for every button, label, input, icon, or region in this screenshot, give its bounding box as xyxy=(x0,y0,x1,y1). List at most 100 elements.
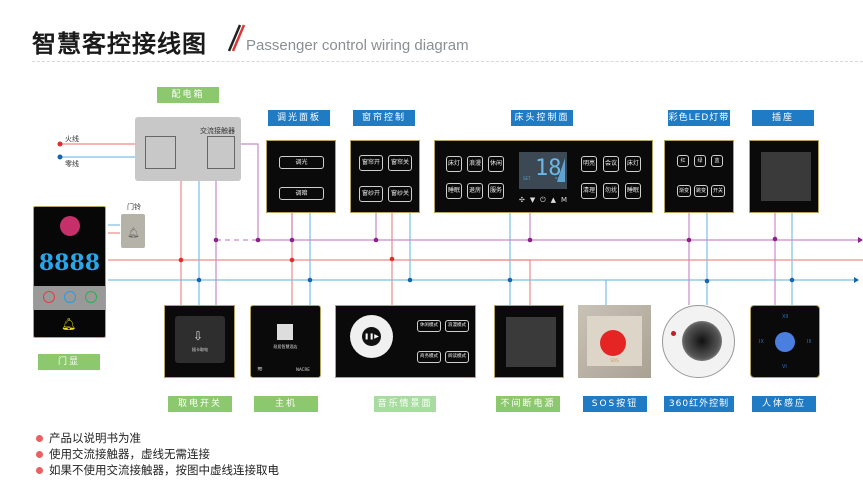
fan-speed-icon xyxy=(557,158,565,182)
host-logo-icon xyxy=(277,324,293,340)
status-strip xyxy=(34,286,105,310)
play-pause-icon[interactable]: ❚❚▶ xyxy=(362,327,381,346)
bedside-panel-tag: 床头控制面板 xyxy=(511,110,573,139)
neutral-arrow xyxy=(854,277,859,283)
bedside-key[interactable]: 浪漫 xyxy=(467,156,483,172)
bedside-key[interactable]: 睡眠 xyxy=(446,183,462,199)
bedside-key[interactable]: 休闲 xyxy=(488,156,504,172)
led-blue-key[interactable]: 蓝 xyxy=(711,155,723,167)
bedside-key[interactable]: 退房 xyxy=(467,183,483,199)
motion-sensor-tag: 人体感应 xyxy=(752,396,816,412)
bedside-key[interactable]: 明亮 xyxy=(581,156,597,172)
dim-down-key[interactable]: 调暗 xyxy=(279,187,324,200)
contactor-switch xyxy=(207,136,235,169)
numeral-xii: XII xyxy=(782,314,789,320)
power-socket-icon xyxy=(506,317,556,367)
motion-sensor-icon xyxy=(775,332,795,352)
socket-panel xyxy=(749,140,819,213)
host-tag: 主机 xyxy=(254,396,318,412)
control-wire xyxy=(215,143,858,305)
led-strip-tag: 彩色LED灯带 xyxy=(668,110,730,126)
led-red-key[interactable]: 红 xyxy=(677,155,689,167)
music-panel-tag: 音乐情景面板 xyxy=(374,396,436,425)
neutral-wire xyxy=(60,156,858,305)
fan-icon[interactable]: ✣ xyxy=(519,196,525,204)
led-fade-key[interactable]: 渐变 xyxy=(677,185,691,197)
bedside-key[interactable]: 睡眠 xyxy=(625,183,641,199)
bullet-icon xyxy=(36,451,43,458)
temp-down-icon[interactable]: ▼ xyxy=(529,196,536,204)
bedside-key[interactable]: 床灯 xyxy=(625,156,641,172)
bedside-key[interactable]: 清理 xyxy=(581,183,597,199)
bedside-panel: 床灯 浪漫 休闲 睡眠 退房 服务 SET 18 °C ✣ ▼ ⏻ ▲ M 明亮… xyxy=(434,140,653,213)
bedside-key[interactable]: 服务 xyxy=(488,183,504,199)
sos-red-button[interactable] xyxy=(600,330,626,356)
motion-sensor-panel: XII VI IX III xyxy=(750,305,820,378)
sos-tag: SOS按钮 xyxy=(583,396,647,412)
led-jump-key[interactable]: 跳变 xyxy=(694,185,708,197)
power-icon[interactable]: ⏻ xyxy=(540,196,546,204)
doorbell-label: 门铃 xyxy=(127,203,141,211)
host-brand: 耐居智慧酒店 xyxy=(273,344,298,349)
room-number: 8888 xyxy=(38,250,101,276)
socket-tag: 插座 xyxy=(752,110,814,126)
power-card-switch: ⇩ 插卡取电 xyxy=(164,305,235,378)
scene-key[interactable]: 商务模式 xyxy=(417,351,441,363)
live-wire-label: 火线 xyxy=(65,135,79,143)
ir-controller-tag: 360红外控制器 xyxy=(664,396,734,425)
title-slash-icon xyxy=(227,24,246,52)
breaker-switch xyxy=(145,136,176,169)
sos-button-panel: SOS xyxy=(578,305,651,378)
led-power-key[interactable]: 开关 xyxy=(711,185,725,197)
host-controller: 耐居智慧酒店 ≋ NACRE xyxy=(250,305,321,378)
bedside-key[interactable]: 会议 xyxy=(603,156,619,172)
note-item: 产品以说明书为准 xyxy=(36,430,279,446)
curtain-close-key[interactable]: 窗帘关 xyxy=(388,155,412,171)
dimmer-panel-tag: 调光面板 xyxy=(268,110,330,126)
curtain-open-key[interactable]: 窗帘开 xyxy=(359,155,383,171)
control-arrow xyxy=(858,237,863,243)
bell-icon: 🔔︎ xyxy=(127,228,140,239)
note-item: 使用交流接触器，虚线无需连接 xyxy=(36,446,279,462)
music-wheel[interactable]: ❚❚▶ xyxy=(350,315,393,358)
ir-indicator xyxy=(671,331,676,336)
numeral-vi: VI xyxy=(782,364,787,370)
scene-key[interactable]: 阅读模式 xyxy=(445,351,469,363)
notes-list: 产品以说明书为准 使用交流接触器，虚线无需连接 如果不使用交流接触器，按图中虚线… xyxy=(36,430,279,478)
bullet-icon xyxy=(36,435,43,442)
sheer-open-key[interactable]: 窗纱开 xyxy=(359,186,383,202)
card-text: 插卡取电 xyxy=(192,347,208,352)
sos-label: SOS xyxy=(610,358,619,363)
curtain-panel: 窗帘开 窗帘关 窗纱开 窗纱关 xyxy=(350,140,420,213)
doorbell-button: 🔔︎ xyxy=(121,214,145,248)
dim-up-key[interactable]: 调光 xyxy=(279,156,324,169)
music-scene-panel: ❚❚▶ 休闲模式 浪漫模式 商务模式 阅读模式 xyxy=(335,305,476,378)
bedside-key[interactable]: 勿扰 xyxy=(603,183,619,199)
temp-up-icon[interactable]: ▲ xyxy=(550,196,557,204)
curtain-control-tag: 窗帘控制 xyxy=(353,110,415,126)
sos-face: SOS xyxy=(587,316,642,366)
led-strip-panel: 红 绿 蓝 渐变 跳变 开关 xyxy=(664,140,734,213)
header-divider xyxy=(32,61,863,62)
distribution-box: 交流接触器 xyxy=(135,117,241,181)
arrow-down-icon: ⇩ xyxy=(193,329,204,343)
do-not-disturb-hand-icon xyxy=(60,216,80,236)
bullet-icon xyxy=(36,467,43,474)
scene-key[interactable]: 浪漫模式 xyxy=(445,320,469,332)
bedside-key[interactable]: 床灯 xyxy=(446,156,462,172)
led-green-key[interactable]: 绿 xyxy=(694,155,706,167)
ups-socket-panel xyxy=(494,305,564,378)
do-not-disturb-icon xyxy=(43,291,55,303)
distribution-box-tag: 配电箱 xyxy=(157,87,219,103)
clean-room-icon xyxy=(64,291,76,303)
power-socket-icon xyxy=(761,152,811,201)
wait-icon xyxy=(85,291,97,303)
sheer-close-key[interactable]: 窗纱关 xyxy=(388,186,412,202)
numeral-iii: III xyxy=(807,339,812,345)
contactor-label: 交流接触器 xyxy=(200,127,235,135)
card-slot[interactable]: ⇩ 插卡取电 xyxy=(175,316,225,363)
dimmer-panel: 调光 调暗 xyxy=(266,140,336,213)
mode-button[interactable]: M xyxy=(560,196,567,204)
scene-key[interactable]: 休闲模式 xyxy=(417,320,441,332)
